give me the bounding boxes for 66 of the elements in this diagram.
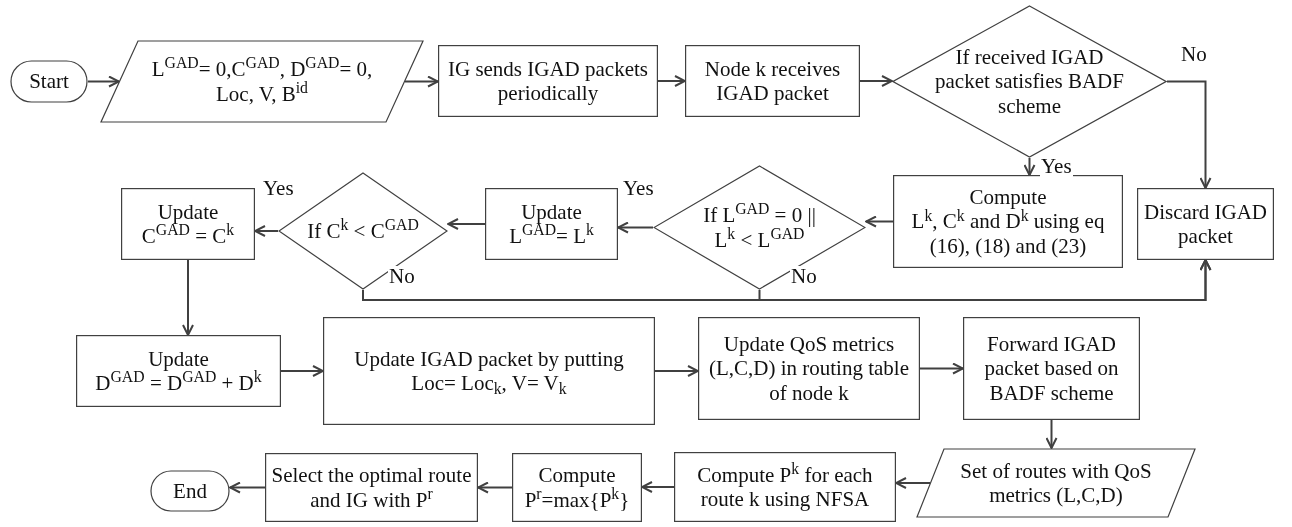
node-text: End xyxy=(173,478,207,504)
arrow xyxy=(1023,157,1036,176)
node-text: L$^{GAD}$= 0,C$^{GAD}$, D$^{GAD}$= 0, Loc, V, B$^{id}$ xyxy=(150,57,374,106)
arrow xyxy=(404,75,439,88)
arrow xyxy=(477,481,513,494)
node-text: Update IGAD packet by putting xyxy=(354,346,624,371)
arrow xyxy=(254,225,279,237)
process-box xyxy=(674,452,896,522)
arrow xyxy=(617,221,654,234)
node-text: Select the optimal route and IG with P$^{r}$ xyxy=(270,463,473,512)
node-text: Update xyxy=(148,346,209,371)
node-text: If C$^{k}$ < C$^{GAD}$ xyxy=(307,218,419,244)
arrow xyxy=(641,481,675,493)
edge-label: Yes xyxy=(1040,156,1073,177)
node-text: Node k receives IGAD packet xyxy=(703,56,842,106)
node-text: Set of routes with QoS metrics (L,C,D) xyxy=(959,458,1153,508)
process-box xyxy=(963,317,1140,420)
arrow xyxy=(859,75,893,87)
node-text: Compute xyxy=(969,185,1047,210)
arrow xyxy=(657,75,686,87)
terminator-shape xyxy=(10,60,88,103)
node-text: Update QoS metrics (L,C,D) in routing table of node k xyxy=(707,332,910,405)
arrow xyxy=(447,218,486,230)
process-box xyxy=(76,335,281,407)
input-parallelogram xyxy=(100,40,424,123)
node-text: Forward IGAD packet based on BADF scheme xyxy=(983,332,1120,405)
node-text: Compute xyxy=(538,463,616,488)
process-box xyxy=(698,317,920,420)
node-text: Start xyxy=(29,69,69,94)
process-box xyxy=(512,453,642,522)
arrow xyxy=(1166,80,1212,189)
node-text: Loc= Loc$_{k}$, V= V$_{k}$ xyxy=(411,371,567,396)
node-text: L$^{k}$, C$^{k}$ and D$^{k}$ using eq (16), (18) and (23) xyxy=(910,209,1106,258)
node-text: If received IGAD packet satisfies BADF scheme xyxy=(934,45,1125,118)
arrow xyxy=(758,259,1212,301)
process-box xyxy=(438,45,658,117)
node-text: IG sends IGAD packets periodically xyxy=(446,56,649,106)
arrow xyxy=(280,365,324,377)
arrow xyxy=(654,365,699,377)
process-box xyxy=(485,188,618,260)
arrow xyxy=(182,259,194,336)
arrow xyxy=(229,481,266,494)
arrow xyxy=(87,75,120,88)
decision-diamond xyxy=(892,5,1167,158)
process-box xyxy=(893,175,1123,268)
process-box xyxy=(265,453,478,522)
arrow xyxy=(895,477,931,489)
node-text: D$^{GAD}$ = D$^{GAD}$ + D$^{k}$ xyxy=(95,371,262,396)
node-text: Discard IGAD packet xyxy=(1142,199,1268,249)
arrow xyxy=(1045,419,1058,449)
arrow xyxy=(919,362,964,375)
node-text: Compute P$^{k}$ for each route k using NFSA xyxy=(696,462,874,512)
node-text: Update xyxy=(157,199,219,224)
node-text: Update xyxy=(521,199,582,224)
node-text: P$^{r}$=max{P$^{k}$} xyxy=(524,487,630,512)
arrow xyxy=(865,215,894,228)
input-parallelogram xyxy=(916,448,1196,518)
node-text: C$^{GAD}$ = C$^{k}$ xyxy=(141,224,235,249)
node-text: L$^{GAD}$= L$^{k}$ xyxy=(509,224,594,249)
terminator-shape xyxy=(150,470,230,512)
process-box xyxy=(323,317,655,425)
process-box xyxy=(1137,188,1274,260)
process-box xyxy=(121,188,255,260)
decision-diamond xyxy=(653,165,866,290)
node-text: If L$^{GAD}$ = 0 || L$^{k}$ < L$^{GAD}$ xyxy=(702,203,817,252)
process-box xyxy=(685,45,860,117)
